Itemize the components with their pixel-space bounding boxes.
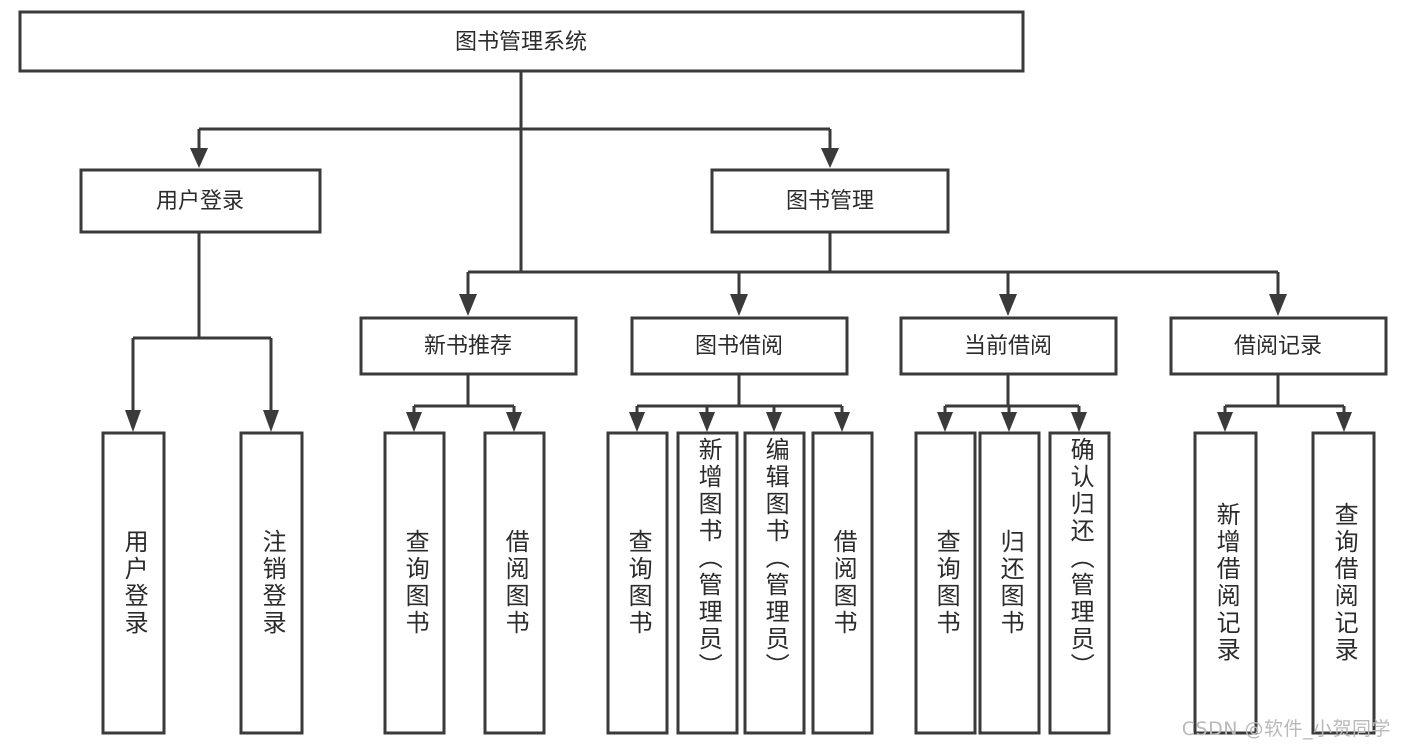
arrowhead-user-login bbox=[190, 148, 208, 168]
leaf-box-cb-3[interactable] bbox=[1048, 431, 1111, 735]
arrowhead-cb-leaf-3 bbox=[1071, 412, 1087, 432]
arrowhead-l3-new-book bbox=[459, 294, 477, 316]
node-label-book-manage: 图书管理 bbox=[786, 189, 874, 214]
leaf-box-bb-1[interactable] bbox=[606, 431, 669, 735]
arrowhead-bb-leaf-2 bbox=[699, 412, 715, 432]
node-book-borrow[interactable]: 图书借阅 bbox=[630, 316, 849, 376]
node-box-book-manage[interactable] bbox=[710, 168, 950, 234]
node-box-user-login[interactable] bbox=[79, 168, 322, 234]
connector-group-book-manage bbox=[459, 232, 1287, 316]
node-label-borrow-record: 借阅记录 bbox=[1234, 334, 1322, 359]
arrowhead-cb-leaf-1 bbox=[937, 412, 953, 432]
connector-group-new-book-recommend bbox=[406, 374, 522, 432]
node-label-book-borrow: 图书借阅 bbox=[695, 334, 783, 359]
node-label-user-login: 用户登录 bbox=[156, 189, 244, 214]
leaf-box-user-login-2[interactable] bbox=[239, 431, 304, 735]
arrowhead-bb-leaf-4 bbox=[834, 412, 850, 432]
arrowhead-bb-leaf-3 bbox=[766, 412, 782, 432]
arrowhead-bb-leaf-1 bbox=[629, 412, 645, 432]
node-borrow-record[interactable]: 借阅记录 bbox=[1169, 316, 1388, 376]
node-box-book-borrow[interactable] bbox=[630, 316, 849, 376]
arrowhead-nbr-leaf-1 bbox=[406, 412, 422, 432]
leaf-group-user-login bbox=[101, 431, 304, 735]
node-box-new-book-recommend[interactable] bbox=[359, 316, 578, 376]
arrowhead-br-leaf-1 bbox=[1217, 412, 1233, 432]
arrowhead-l3-book-borrow bbox=[730, 294, 748, 316]
leaf-box-nbr-1[interactable] bbox=[383, 431, 446, 735]
node-root[interactable]: 图书管理系统 bbox=[18, 10, 1025, 73]
leaf-group-current-borrow bbox=[914, 431, 1111, 735]
leaf-box-br-1[interactable] bbox=[1193, 431, 1258, 735]
connector-group-user-login bbox=[125, 232, 279, 432]
leaf-group-new-book-recommend bbox=[383, 431, 546, 735]
leaf-box-nbr-2[interactable] bbox=[483, 431, 546, 735]
arrowhead-ul-leaf-1 bbox=[125, 410, 141, 432]
arrowhead-l3-current-borrow bbox=[999, 294, 1017, 316]
arrowhead-nbr-leaf-2 bbox=[506, 412, 522, 432]
arrowhead-cb-leaf-2 bbox=[1001, 412, 1017, 432]
arrowhead-l3-borrow-record bbox=[1269, 294, 1287, 316]
watermark-text: CSDN @软件_小贺同学 bbox=[1181, 718, 1391, 740]
node-user-login[interactable]: 用户登录 bbox=[79, 168, 322, 234]
leaf-box-br-2[interactable] bbox=[1311, 431, 1376, 735]
node-label-root: 图书管理系统 bbox=[455, 30, 587, 55]
node-new-book-recommend[interactable]: 新书推荐 bbox=[359, 316, 578, 376]
leaf-box-cb-2[interactable] bbox=[978, 431, 1041, 735]
leaf-box-cb-1[interactable] bbox=[914, 431, 977, 735]
node-box-borrow-record[interactable] bbox=[1169, 316, 1388, 376]
node-label-current-borrow: 当前借阅 bbox=[964, 334, 1052, 359]
node-label-new-book-recommend: 新书推荐 bbox=[424, 334, 512, 359]
leaf-box-bb-3[interactable] bbox=[743, 431, 806, 735]
leaf-group-borrow-record bbox=[1193, 431, 1376, 735]
connector-group-borrow-record bbox=[1217, 374, 1352, 432]
node-box-root[interactable] bbox=[18, 10, 1025, 73]
leaf-box-bb-4[interactable] bbox=[811, 431, 874, 735]
leaf-box-user-login-1[interactable] bbox=[101, 431, 166, 735]
leaf-box-bb-2[interactable] bbox=[676, 431, 739, 735]
node-box-current-borrow[interactable] bbox=[899, 316, 1118, 376]
arrowhead-ul-leaf-2 bbox=[263, 410, 279, 432]
arrowhead-book-manage bbox=[821, 148, 839, 168]
leaf-group-book-borrow bbox=[606, 431, 874, 735]
arrowhead-br-leaf-2 bbox=[1336, 412, 1352, 432]
connector-group-book-borrow bbox=[629, 374, 850, 432]
connector-group-current-borrow bbox=[937, 374, 1087, 432]
node-current-borrow[interactable]: 当前借阅 bbox=[899, 316, 1118, 376]
node-book-manage[interactable]: 图书管理 bbox=[710, 168, 950, 234]
connector-group-root bbox=[190, 71, 839, 272]
